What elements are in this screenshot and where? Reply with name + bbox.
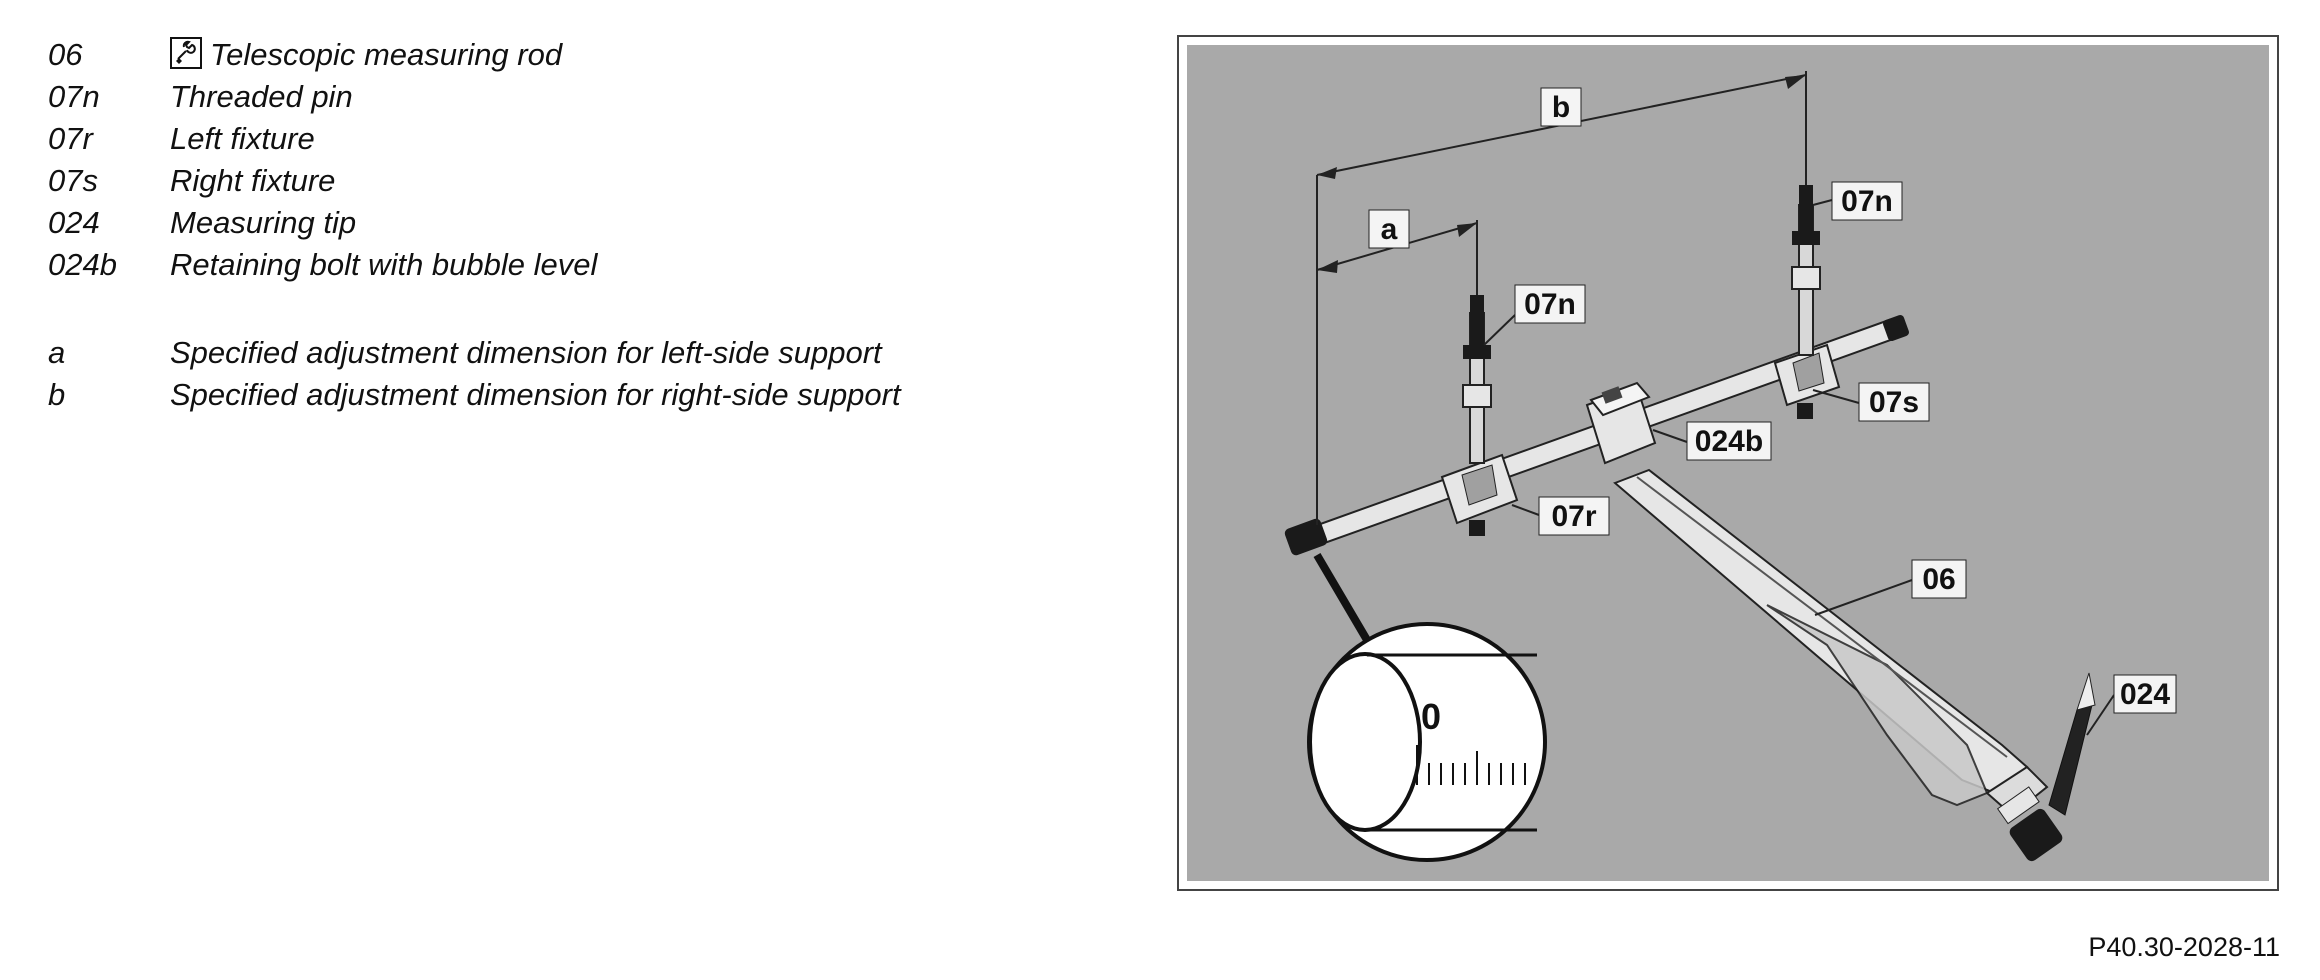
legend-code: 06 bbox=[48, 37, 83, 72]
callout-07s: 07s bbox=[1812, 382, 1930, 422]
dimension-lines bbox=[1316, 74, 1807, 525]
label-b-text: b bbox=[1552, 91, 1570, 124]
callout-024b-text: 024b bbox=[1695, 425, 1763, 458]
legend-text: Measuring tip bbox=[170, 205, 357, 240]
label-b: b bbox=[1540, 87, 1582, 127]
figure-reference-number: P40.30-2028-11 bbox=[2088, 932, 2280, 962]
dimension-text: Specified adjustment dimension for right… bbox=[170, 377, 901, 412]
callout-07r-text: 07r bbox=[1551, 500, 1596, 533]
legend: 06 Telescopic measuring rod 07n Threaded… bbox=[48, 34, 1148, 416]
legend-row: 024 Measuring tip bbox=[48, 202, 1148, 244]
dimension-row: a Specified adjustment dimension for lef… bbox=[48, 332, 1148, 374]
legend-description: Telescopic measuring rod bbox=[170, 34, 562, 76]
legend-row: 06 Telescopic measuring rod bbox=[48, 34, 1148, 76]
legend-code: 07r bbox=[48, 121, 93, 156]
callout-024-text: 024 bbox=[2120, 678, 2170, 711]
callout-07r: 07r bbox=[1511, 496, 1610, 536]
callout-06-text: 06 bbox=[1922, 563, 1955, 596]
left-fixture bbox=[1440, 312, 1519, 536]
wrench-tool-icon bbox=[170, 37, 202, 69]
callout-07s-text: 07s bbox=[1869, 386, 1919, 419]
legend-text: Right fixture bbox=[170, 163, 336, 198]
measuring-tip bbox=[1996, 672, 2096, 862]
legend-row: 07r Left fixture bbox=[48, 118, 1148, 160]
retaining-bolt-block bbox=[1585, 381, 1657, 465]
scale-zero-label: 0 bbox=[1421, 696, 1441, 737]
callout-024b: 024b bbox=[1652, 421, 1772, 461]
scale-detail-magnifier: 0 bbox=[1307, 552, 1547, 862]
legend-text: Telescopic measuring rod bbox=[210, 37, 563, 72]
left-threaded-pin bbox=[1463, 220, 1491, 359]
dimension-code: b bbox=[48, 377, 66, 412]
callout-07n-left: 07n bbox=[1483, 284, 1586, 346]
right-threaded-pin bbox=[1792, 71, 1820, 245]
legend-text: Left fixture bbox=[170, 121, 315, 156]
callout-07n-left-text: 07n bbox=[1524, 288, 1576, 321]
label-a: a bbox=[1368, 209, 1410, 249]
dimension-code: a bbox=[48, 335, 66, 370]
dimension-row: b Specified adjustment dimension for rig… bbox=[48, 374, 1148, 416]
legend-row: 07n Threaded pin bbox=[48, 76, 1148, 118]
legend-row: 024b Retaining bolt with bubble level bbox=[48, 244, 1148, 286]
label-a-text: a bbox=[1381, 213, 1398, 246]
legend-code: 07n bbox=[48, 79, 100, 114]
legend-code: 07s bbox=[48, 163, 98, 198]
figure-frame: b a 07n 07n 07s 024b 07r bbox=[1177, 35, 2279, 891]
legend-row: 07s Right fixture bbox=[48, 160, 1148, 202]
legend-spacer bbox=[48, 286, 1148, 332]
callout-07n-right-text: 07n bbox=[1841, 185, 1893, 218]
legend-text: Retaining bolt with bubble level bbox=[170, 247, 598, 282]
callout-06: 06 bbox=[1814, 559, 1967, 616]
legend-text: Threaded pin bbox=[170, 79, 353, 114]
dimension-text: Specified adjustment dimension for left-… bbox=[170, 335, 882, 370]
telescopic-rod bbox=[1613, 468, 2049, 817]
legend-code: 024 bbox=[48, 205, 100, 240]
measuring-rod-illustration: b a 07n 07n 07s 024b 07r bbox=[1187, 45, 2269, 881]
legend-code: 024b bbox=[48, 247, 117, 282]
callout-024: 024 bbox=[2086, 674, 2177, 736]
callout-07n-right: 07n bbox=[1812, 181, 1903, 221]
